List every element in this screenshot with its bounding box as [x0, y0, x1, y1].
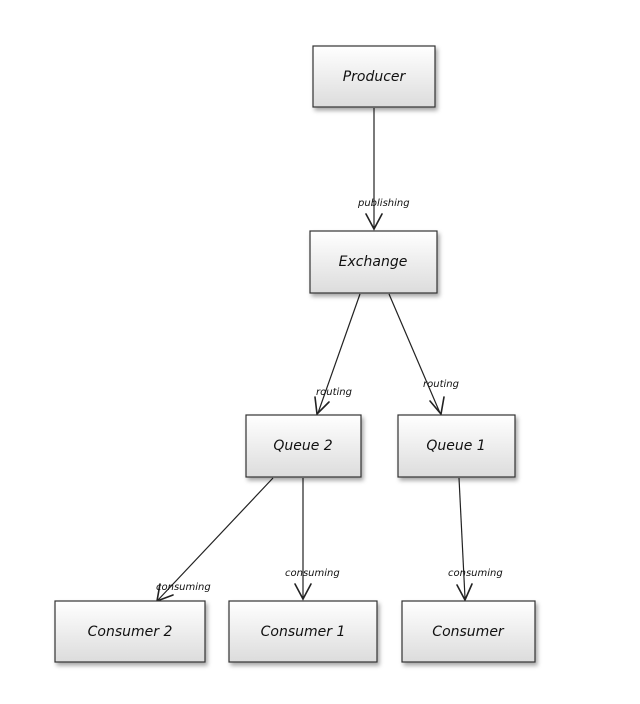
- arrow-head: [429, 396, 445, 416]
- node-box: [397, 414, 516, 478]
- node-queue2[interactable]: Queue 2: [245, 414, 362, 478]
- node-box: [245, 414, 362, 478]
- node-box: [401, 600, 536, 663]
- edge-label-consuming: consuming: [156, 582, 211, 593]
- node-box: [312, 45, 436, 108]
- node-label: Consumer 2: [88, 624, 173, 640]
- arrow-head: [294, 583, 312, 601]
- node-consumer1[interactable]: Consumer 1: [228, 600, 378, 663]
- node-consumer2[interactable]: Consumer 2: [54, 600, 206, 663]
- node-box: [228, 600, 378, 663]
- node-label: Queue 2: [273, 438, 332, 454]
- edge-line: [458, 477, 466, 599]
- node-queue1[interactable]: Queue 1: [397, 414, 516, 478]
- arrow-head: [314, 396, 330, 416]
- node-label: Exchange: [339, 254, 408, 270]
- edge-label-publishing: publishing: [357, 198, 410, 209]
- edge-line: [157, 477, 274, 601]
- edge-label-consuming: consuming: [448, 568, 503, 579]
- node-label: Consumer 1: [261, 624, 346, 640]
- edge-label-consuming: consuming: [285, 568, 340, 579]
- node-label: Consumer: [432, 624, 505, 640]
- node-producer[interactable]: Producer: [312, 45, 436, 108]
- edge-queue2-consumer1: consuming: [285, 478, 340, 601]
- node-exchange[interactable]: Exchange: [309, 230, 438, 294]
- edge-producer-exchange: publishing: [357, 108, 410, 231]
- node-label: Queue 1: [426, 438, 485, 454]
- arrow-head: [456, 583, 473, 602]
- edge-queue1-consumer: consuming: [448, 477, 503, 602]
- edge-line: [317, 293, 361, 414]
- edge-exchange-queue1: routing: [388, 293, 459, 416]
- edge-line: [388, 293, 441, 414]
- node-box: [54, 600, 206, 663]
- edge-label-routing: routing: [316, 387, 352, 398]
- edge-label-routing: routing: [423, 379, 459, 390]
- node-consumer[interactable]: Consumer: [401, 600, 536, 663]
- edge-exchange-queue2: routing: [314, 293, 361, 416]
- arrow-head: [365, 213, 383, 231]
- node-label: Producer: [343, 69, 407, 85]
- edge-queue2-consumer2: consuming: [155, 477, 274, 603]
- node-box: [309, 230, 438, 294]
